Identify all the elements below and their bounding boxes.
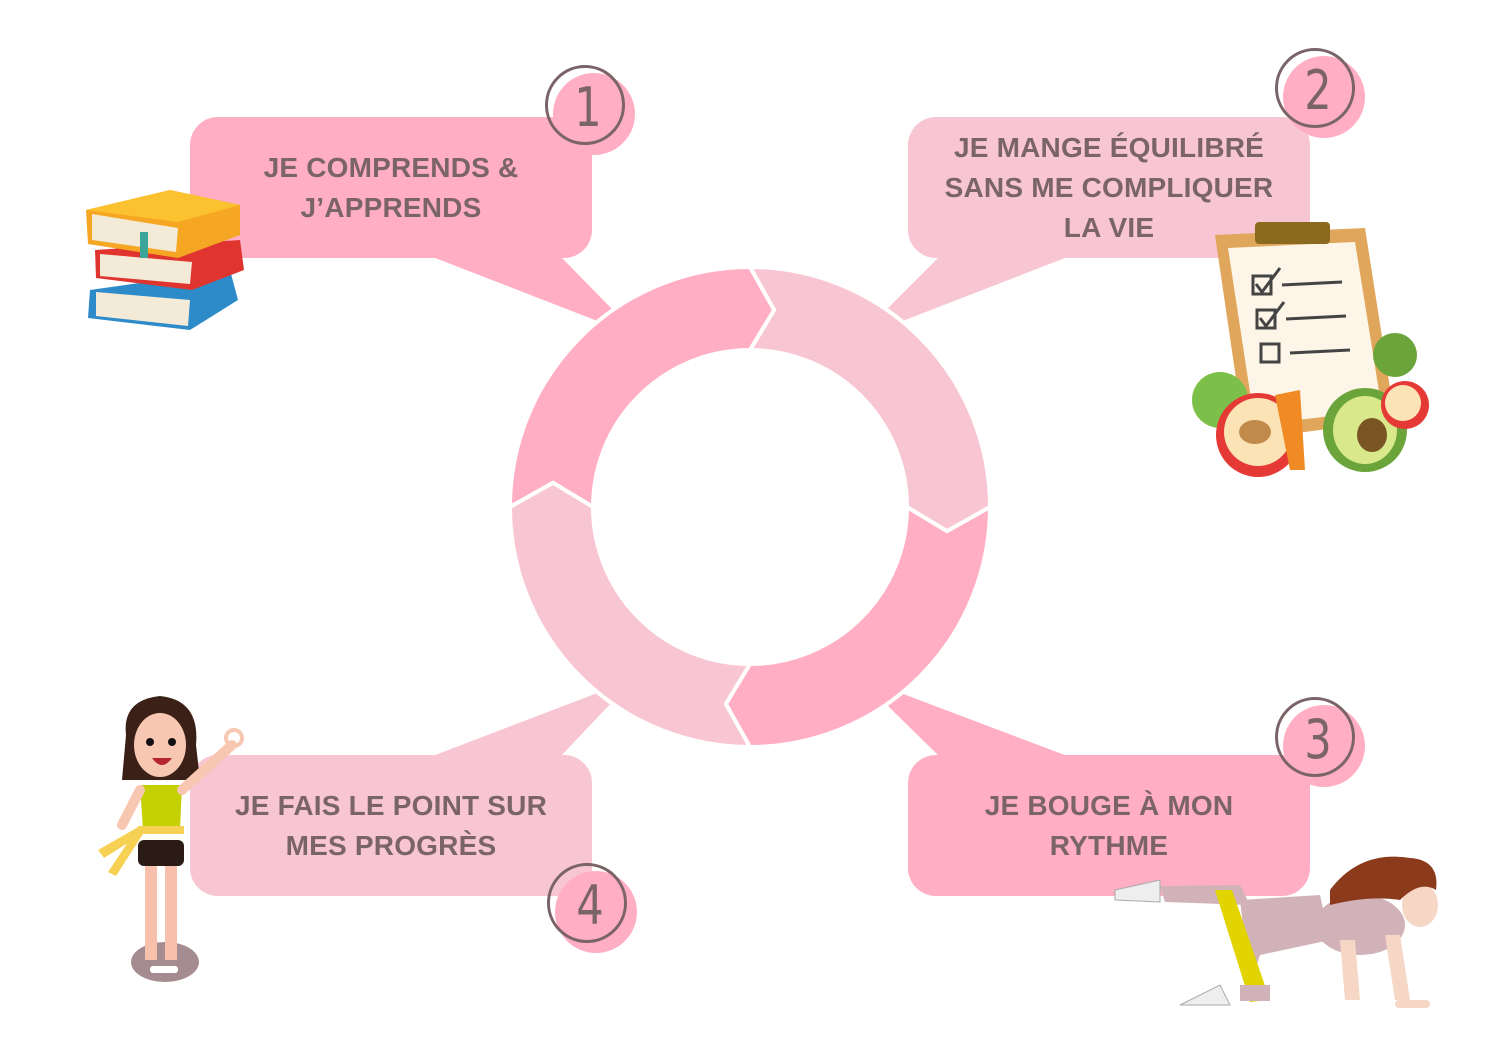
step-2-text-line: LA VIE: [1063, 211, 1155, 243]
ring-segment-4: [507, 480, 754, 750]
ring-segment-3: [723, 503, 993, 750]
step-3-text-line: JE BOUGE À MON: [984, 789, 1234, 821]
step-2-text-line: JE MANGE ÉQUILIBRÉ: [953, 131, 1265, 163]
step-number: 1: [574, 76, 602, 139]
callout-tail-3: [886, 692, 1070, 757]
callout-tail-1: [430, 256, 615, 322]
callout-tail-4: [430, 692, 614, 757]
step-4-number-badge: 4: [547, 863, 637, 953]
step-2-number-badge: 2: [1275, 48, 1365, 138]
callout-tail-2: [886, 256, 1070, 322]
ring-segment-2: [746, 264, 993, 534]
step-1-text-line: JE COMPRENDS &: [263, 151, 519, 183]
step-3-number-badge: 3: [1275, 697, 1365, 787]
step-2-callout: JE MANGE ÉQUILIBRÉ SANS ME COMPLIQUER LA…: [908, 117, 1310, 258]
step-number: 4: [576, 874, 604, 937]
step-3-callout: JE BOUGE À MON RYTHME: [908, 755, 1310, 896]
ring-segment-1: [507, 264, 777, 511]
step-4-callout: JE FAIS LE POINT SUR MES PROGRÈS: [190, 755, 592, 896]
step-4-text-line: JE FAIS LE POINT SUR: [234, 789, 548, 821]
step-1-number-badge: 1: [545, 65, 635, 155]
step-1-callout: JE COMPRENDS & J’APPRENDS: [190, 117, 592, 258]
step-1-text-line: J’APPRENDS: [300, 191, 482, 223]
step-3-text-line: RYTHME: [1049, 829, 1169, 861]
step-2-text-line: SANS ME COMPLIQUER: [944, 171, 1274, 203]
step-4-text-line: MES PROGRÈS: [285, 829, 497, 861]
step-number: 2: [1304, 59, 1332, 122]
step-number: 3: [1304, 708, 1332, 771]
